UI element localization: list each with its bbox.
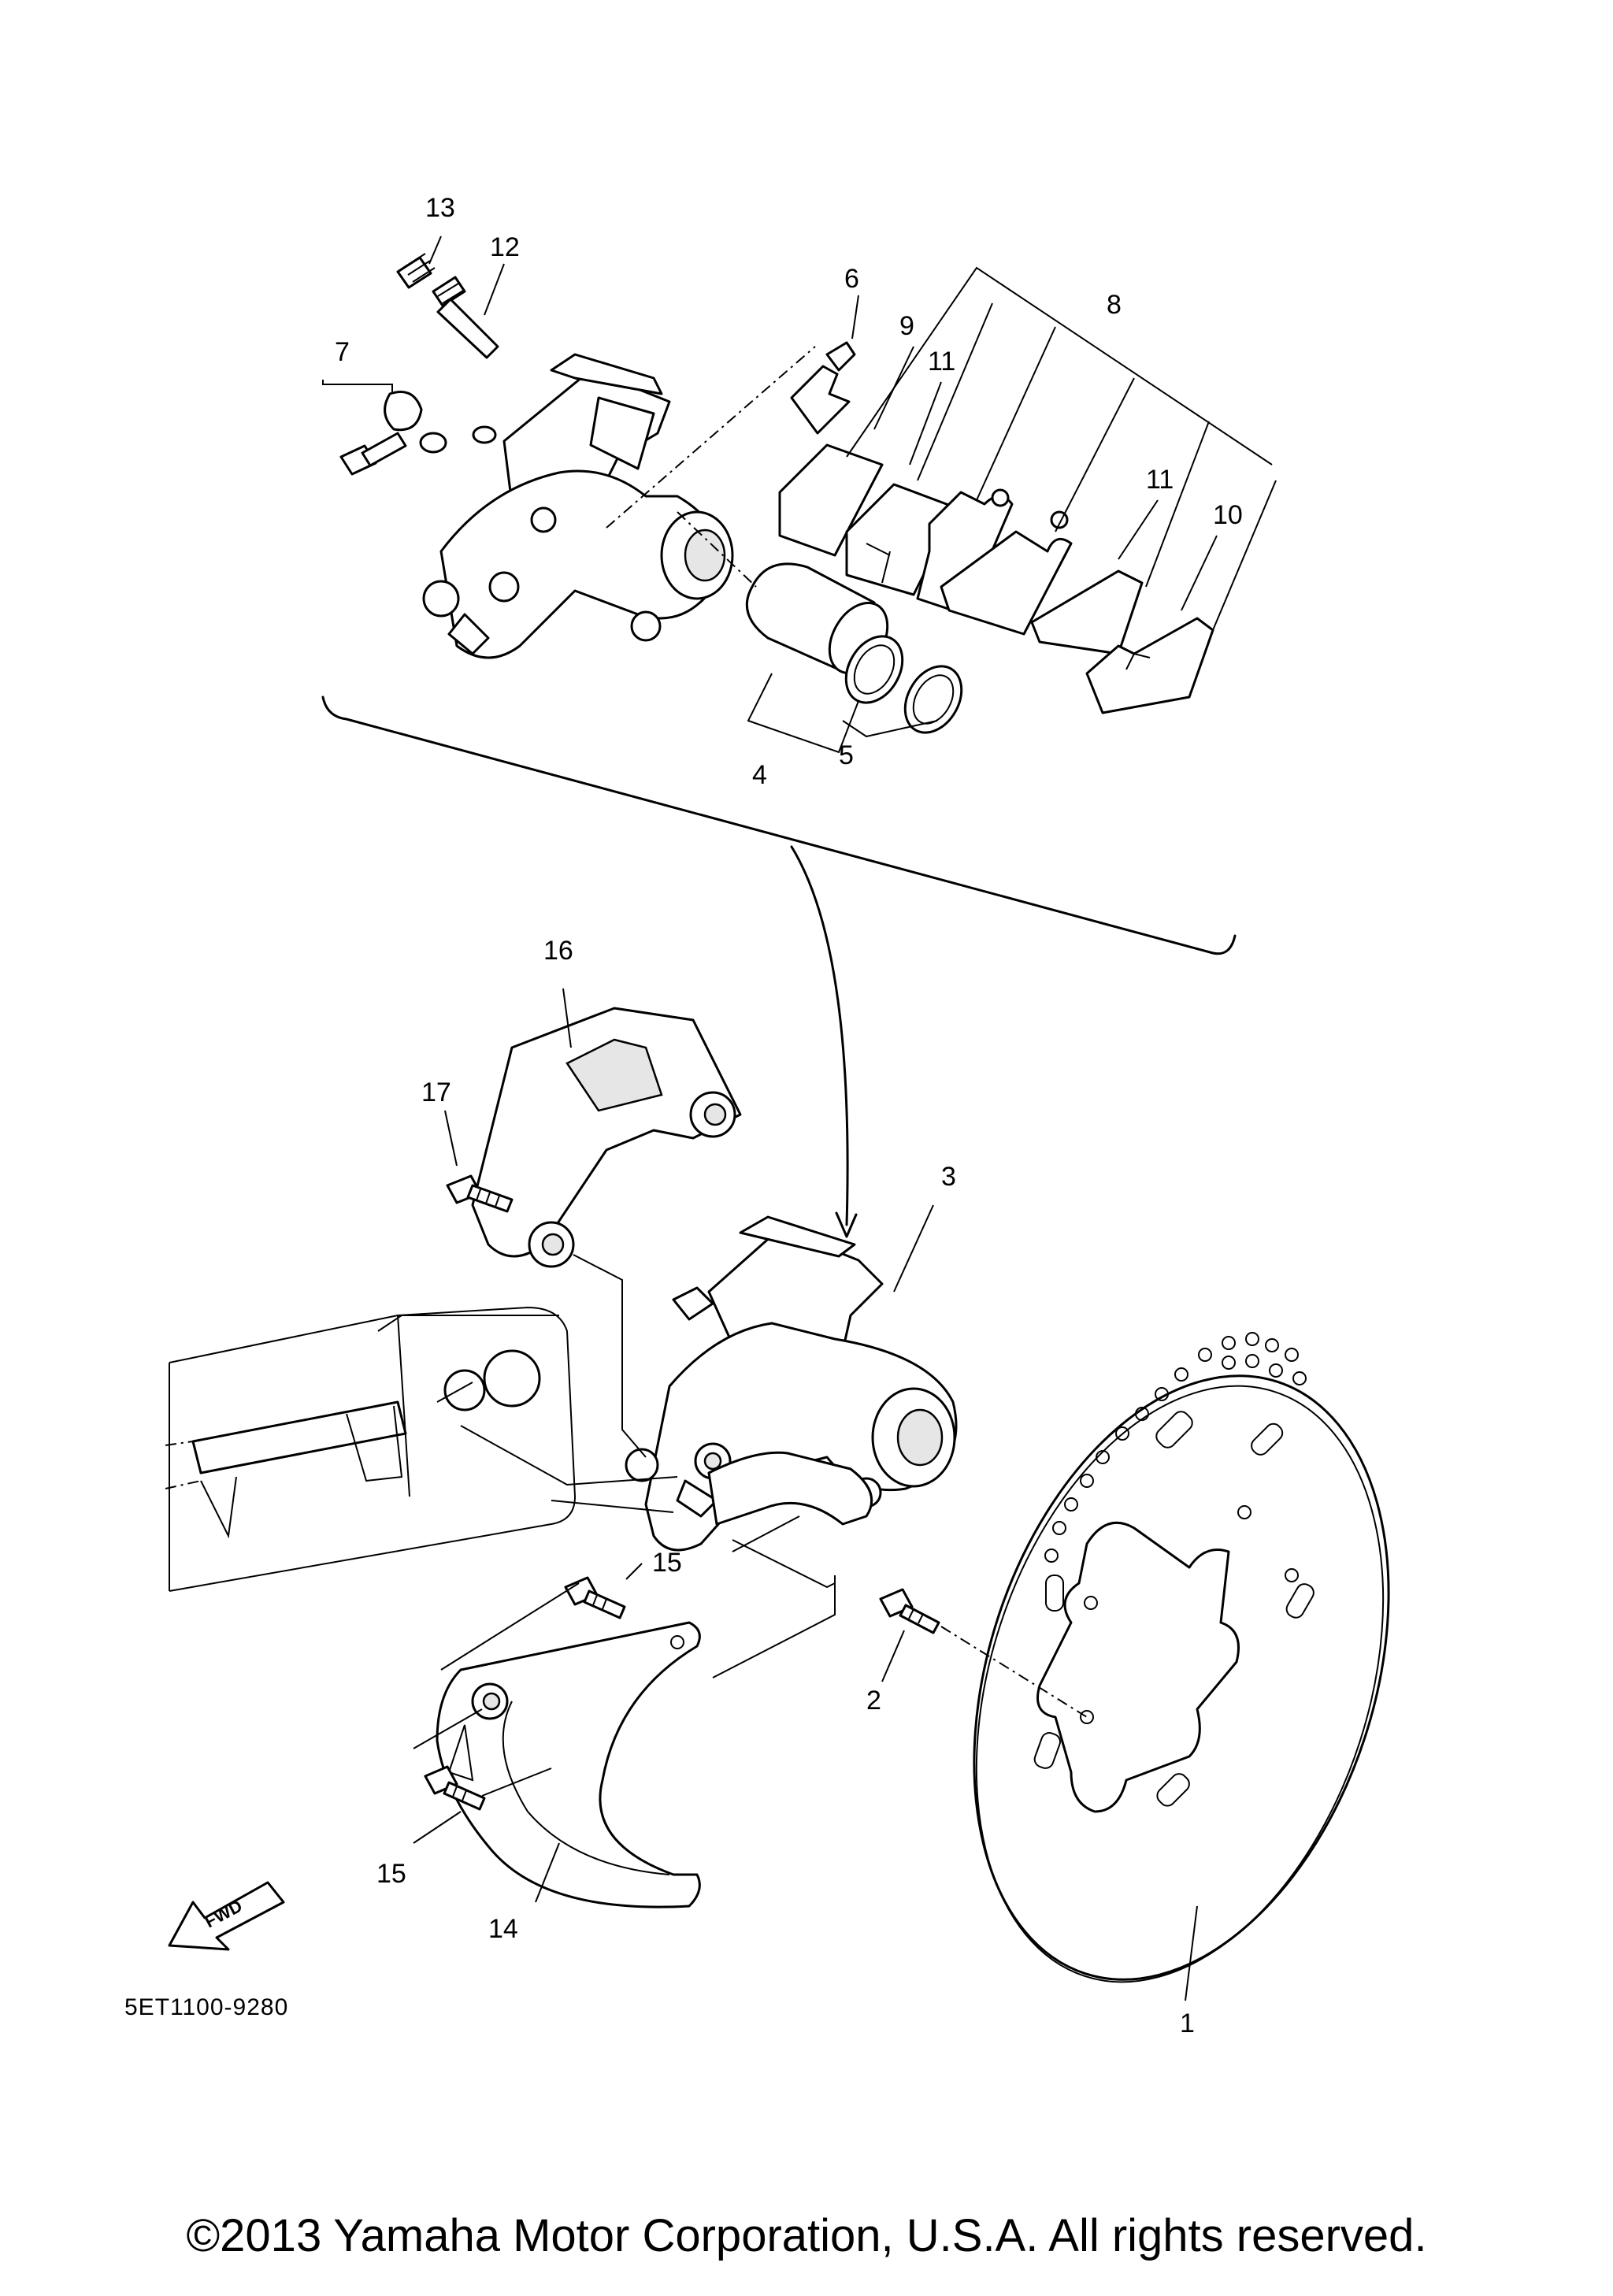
pin-plug <box>396 253 436 289</box>
callout-4: 4 <box>752 760 767 790</box>
callout-2: 2 <box>866 1686 881 1716</box>
disc-bolt <box>879 1588 1088 1718</box>
caliper-assembled <box>625 1215 958 1552</box>
caliper-body <box>422 353 734 659</box>
callout-11-upper: 11 <box>928 347 955 376</box>
shim-9 <box>778 443 884 557</box>
pad-kit-bracket <box>846 266 1277 631</box>
pad-spring <box>790 341 856 435</box>
callout-15-upper: 15 <box>652 1548 682 1578</box>
callout-5: 5 <box>839 740 854 770</box>
callout-12: 12 <box>490 232 520 262</box>
disc-guard <box>436 1621 701 1908</box>
shim-10 <box>1085 617 1214 714</box>
callout-14: 14 <box>488 1914 518 1944</box>
disc-vent-holes <box>1044 1332 1307 1563</box>
callout-6: 6 <box>844 264 859 294</box>
callout-17: 17 <box>421 1078 451 1107</box>
piston <box>745 562 889 675</box>
brake-disc <box>973 1332 1390 1983</box>
callout-11-lower: 11 <box>1146 465 1174 495</box>
caliper-bracket <box>471 1007 742 1268</box>
diagram-code: 5ET1100-9280 <box>124 1994 289 2020</box>
callout-15-lower: 15 <box>376 1859 406 1889</box>
callout-13: 13 <box>425 193 455 223</box>
callout-1: 1 <box>1180 2009 1195 2038</box>
fwd-arrow-icon: FWD <box>168 1881 285 1951</box>
shim-11 <box>1030 569 1144 655</box>
leader-lines-middle <box>460 1254 836 1589</box>
caliper-pin <box>432 276 499 359</box>
brake-pad-8 <box>916 488 1014 616</box>
callout-10: 10 <box>1213 500 1243 530</box>
callout-9: 9 <box>899 311 914 341</box>
piston-seals <box>844 635 963 734</box>
bracket-bolt <box>446 1174 514 1213</box>
leader-lines-guard <box>413 988 1198 2001</box>
callout-3: 3 <box>941 1162 956 1192</box>
callout-7: 7 <box>335 337 350 367</box>
brake-pad-lower <box>940 510 1073 636</box>
guard-bolt-upper <box>564 1576 626 1619</box>
copyright-notice: ©2013 Yamaha Motor Corporation, U.S.A. A… <box>186 2210 1427 2261</box>
assembly-bracket-curve <box>321 695 1237 1238</box>
guard-bolt-lower <box>424 1765 486 1811</box>
callout-8: 8 <box>1107 290 1122 320</box>
callout-numbers: 13 12 7 6 9 11 8 11 10 4 5 16 17 3 15 2 … <box>335 193 1243 2038</box>
leader-lines-top <box>322 236 1218 754</box>
swingarm-outline <box>165 1306 577 1592</box>
caliper-exploded-group <box>339 253 1214 734</box>
callout-16: 16 <box>543 936 573 966</box>
bleed-screw <box>339 391 497 476</box>
